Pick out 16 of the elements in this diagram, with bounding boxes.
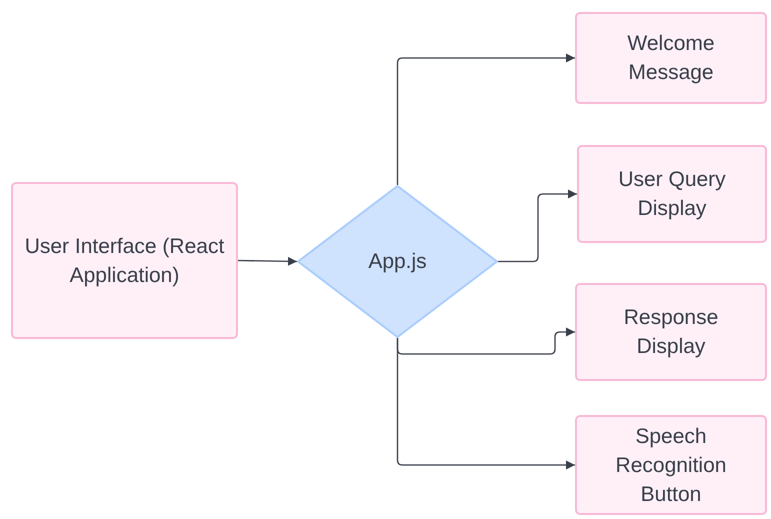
arrow [498, 190, 577, 262]
arrow [396, 54, 575, 185]
node-label: Welcome Message [626, 31, 716, 86]
process-box [11, 182, 238, 339]
arrow [396, 338, 575, 470]
process-box [577, 145, 767, 243]
process-box [575, 415, 767, 515]
node-label: User Interface (React Application) [24, 234, 226, 288]
node-label: User Query Display [617, 167, 727, 222]
process-box [575, 283, 767, 381]
process-box [575, 12, 767, 104]
node-label: App.js [368, 249, 427, 275]
node-label: Response Display [622, 305, 720, 360]
node-label: Speech Recognition Button [614, 424, 728, 508]
arrow [238, 256, 298, 266]
arrow [396, 328, 575, 355]
